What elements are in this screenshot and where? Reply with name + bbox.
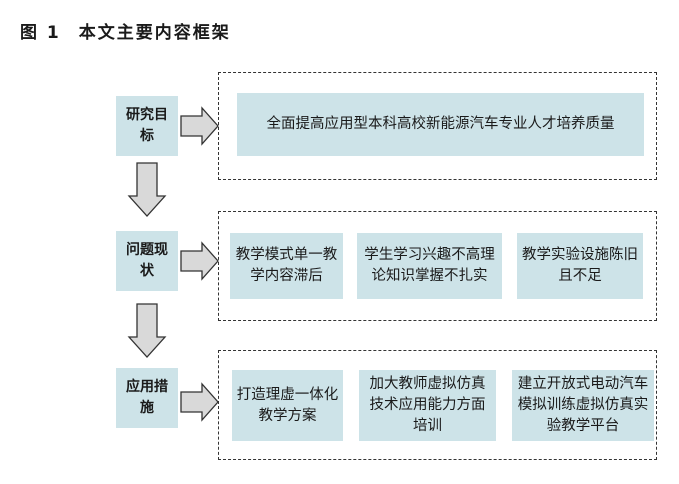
- down-arrow-icon: [127, 162, 167, 217]
- right-arrow-icon: [180, 241, 219, 281]
- measures-group-frame: [218, 350, 657, 460]
- label-measures: 应用措施: [116, 368, 178, 428]
- measure-box-teaching-plan: 打造理虚一体化教学方案: [232, 370, 343, 441]
- figure-caption: 本文主要内容框架: [78, 23, 231, 43]
- label-problem-status: 问题现状: [116, 231, 178, 291]
- problem-box-lab-facilities: 教学实验设施陈旧且不足: [517, 233, 643, 299]
- problem-group-frame: [218, 211, 657, 321]
- down-arrow-icon: [127, 303, 167, 358]
- figure-title: 图 1 本文主要内容框架: [20, 18, 231, 43]
- problem-box-teaching-mode: 教学模式单一教学内容滞后: [230, 233, 343, 299]
- right-arrow-icon: [180, 382, 219, 422]
- measure-box-simulation-platform: 建立开放式电动汽车模拟训练虚拟仿真实验教学平台: [512, 370, 654, 441]
- right-arrow-icon: [180, 106, 219, 146]
- problem-box-student-interest: 学生学习兴趣不高理论知识掌握不扎实: [357, 233, 502, 299]
- measure-box-teacher-training: 加大教师虚拟仿真技术应用能力方面培训: [359, 370, 496, 441]
- label-research-goal: 研究目标: [116, 96, 178, 156]
- goal-box: 全面提高应用型本科高校新能源汽车专业人才培养质量: [237, 93, 644, 156]
- figure-number: 图 1: [20, 23, 61, 43]
- goal-group-frame: [218, 72, 657, 180]
